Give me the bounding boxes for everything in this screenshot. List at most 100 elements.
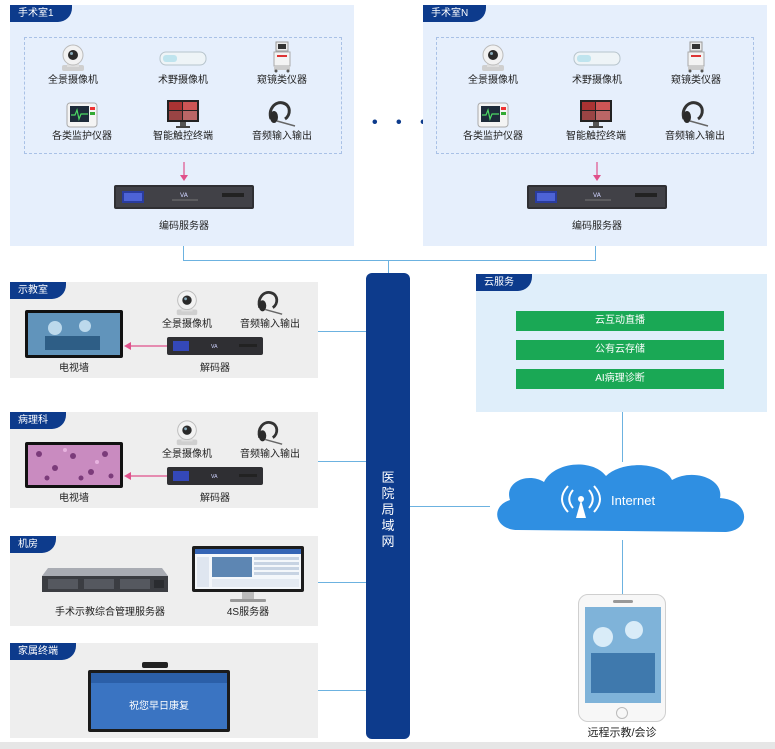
svg-text:VA: VA: [593, 192, 602, 199]
pathology-tag: 病理科: [10, 412, 66, 429]
smartphone-icon: [578, 594, 666, 722]
demo-room-arrow: [124, 342, 170, 350]
pathology-camera: 全景摄像机: [142, 419, 232, 461]
demo-room-tv-label: 电视墙: [59, 363, 89, 374]
family-webcam-icon: [142, 662, 168, 668]
field-camera-icon: [573, 51, 621, 66]
field-camera-icon: [159, 51, 207, 66]
tv-wall-icon: [25, 310, 123, 358]
pathology-audio-label: 音频输入输出: [240, 449, 300, 460]
headset-icon: [268, 101, 296, 127]
orN-monitor: 各类监护仪器: [448, 101, 538, 143]
orN-field-camera: 术野摄像机: [552, 43, 642, 87]
orN-monitor-label: 各类监护仪器: [463, 131, 523, 142]
touch-terminal-icon: [167, 100, 199, 128]
or1-audio: 音频输入输出: [237, 99, 327, 143]
pathology-arrow: [124, 472, 170, 480]
internet-to-phone-line: [622, 540, 623, 595]
headset-icon: [681, 101, 709, 127]
or1-field-camera: 术野摄像机: [138, 43, 228, 87]
lan-to-internet-line: [410, 506, 490, 507]
patient-monitor-icon: [477, 102, 509, 128]
or1-panoramic-camera-label: 全景摄像机: [48, 75, 98, 86]
family-to-lan-line: [318, 690, 366, 691]
machine-room-tag: 机房: [10, 536, 56, 553]
or1-field-camera-label: 术野摄像机: [158, 75, 208, 86]
cloud-services-tag: 云服务: [476, 274, 532, 291]
or1-encoder-label: 编码服务器: [159, 221, 209, 232]
ptz-camera-icon: [62, 44, 84, 71]
demo-room-tag: 示教室: [10, 282, 66, 299]
ptz-camera-icon: [176, 420, 198, 446]
hospital-lan-bar: 医 院 局 域 网: [366, 273, 410, 739]
or-to-lan-line: [388, 260, 389, 274]
orN-audio-label: 音频输入输出: [665, 131, 725, 142]
headset-icon: [257, 291, 283, 315]
orN-panel: 手术室N 全景摄像机 术野摄像机 窥镜类仪器 各类监护仪器: [423, 5, 767, 246]
orN-field-camera-label: 术野摄像机: [572, 75, 622, 86]
machine-room-panel: 机房 手术示教综合管理服务器 4S服务器: [10, 536, 318, 626]
pathology-tv-label: 电视墙: [59, 493, 89, 504]
headset-icon: [257, 421, 283, 445]
endoscope-cart-icon: [687, 41, 705, 73]
pathology-panel: 病理科 电视墙 全景摄像机 音频输入输出 VA 解码器: [10, 412, 318, 508]
internet-label: Internet: [611, 493, 656, 508]
or1-encoder-server-icon: VA: [114, 185, 254, 209]
internet-cloud-icon: [497, 464, 745, 532]
family-tag: 家属终端: [10, 643, 76, 660]
phone-home-button: [616, 707, 628, 719]
demo-room-decoder-label: 解码器: [200, 363, 230, 374]
orN-encoder-label: 编码服务器: [572, 221, 622, 232]
decoder-icon: VA: [167, 337, 263, 355]
orN-touch-terminal: 智能触控终端: [551, 99, 641, 143]
or1-monitor: 各类监护仪器: [37, 101, 127, 143]
or1-endoscope-label: 窥镜类仪器: [257, 75, 307, 86]
orN-drop-line: [595, 246, 596, 261]
ptz-camera-icon: [482, 44, 504, 71]
orN-encoder-server-icon: VA: [527, 185, 667, 209]
demo-room-audio-label: 音频输入输出: [240, 319, 300, 330]
phone-screen: [585, 607, 661, 703]
cloud-live-button[interactable]: 云互动直播: [516, 311, 724, 331]
orN-audio: 音频输入输出: [650, 99, 740, 143]
demo-room-panel: 示教室 电视墙 全景摄像机 音频输入输出 VA 解码器: [10, 282, 318, 378]
or1-drop-line: [183, 246, 184, 261]
or-ellipsis: • • •: [372, 114, 433, 131]
ptz-camera-icon: [176, 290, 198, 316]
orN-endoscope: 窥镜类仪器: [651, 41, 741, 87]
demo-room-camera-label: 全景摄像机: [162, 319, 212, 330]
mgmt-server-label: 手术示教综合管理服务器: [55, 607, 165, 618]
or1-endoscope: 窥镜类仪器: [237, 41, 327, 87]
hospital-lan-label: 医 院 局 域 网: [381, 470, 395, 549]
or1-panoramic-camera: 全景摄像机: [28, 43, 118, 87]
bottom-strip: [0, 742, 775, 749]
or1-panel: 手术室1 全景摄像机 术野摄像机 窥镜类仪器 各类监护仪器: [10, 5, 354, 246]
machine-to-lan-line: [318, 582, 366, 583]
endoscope-cart-icon: [273, 41, 291, 73]
cloud-storage-button[interactable]: 公有云存储: [516, 340, 724, 360]
orN-panoramic-camera: 全景摄像机: [448, 43, 538, 87]
orN-tag: 手术室N: [423, 5, 487, 22]
or1-monitor-label: 各类监护仪器: [52, 131, 112, 142]
demo-room-audio: 音频输入输出: [225, 289, 315, 331]
or1-audio-label: 音频输入输出: [252, 131, 312, 142]
orN-device-group: [436, 37, 754, 154]
svg-text:VA: VA: [211, 344, 218, 350]
cloud-to-internet-line: [622, 412, 623, 462]
server-4s-label: 4S服务器: [226, 607, 270, 618]
ai-pathology-button[interactable]: AI病理诊断: [516, 369, 724, 389]
pathology-decoder-label: 解码器: [200, 493, 230, 504]
pathology-tv-wall-icon: [25, 442, 123, 488]
pathology-audio: 音频输入输出: [225, 419, 315, 461]
family-panel: 家属终端 祝您早日康复: [10, 643, 318, 738]
rack-server-icon: [42, 568, 168, 592]
remote-label: 远程示教/会诊: [587, 727, 657, 739]
orN-touch-terminal-label: 智能触控终端: [566, 131, 626, 142]
or1-tag: 手术室1: [10, 5, 72, 22]
or1-touch-terminal-label: 智能触控终端: [153, 131, 213, 142]
demo-to-lan-line: [318, 331, 366, 332]
orN-panoramic-camera-label: 全景摄像机: [468, 75, 518, 86]
svg-text:VA: VA: [211, 474, 218, 480]
pathology-camera-label: 全景摄像机: [162, 449, 212, 460]
pathology-decoder-icon: VA: [167, 467, 263, 485]
